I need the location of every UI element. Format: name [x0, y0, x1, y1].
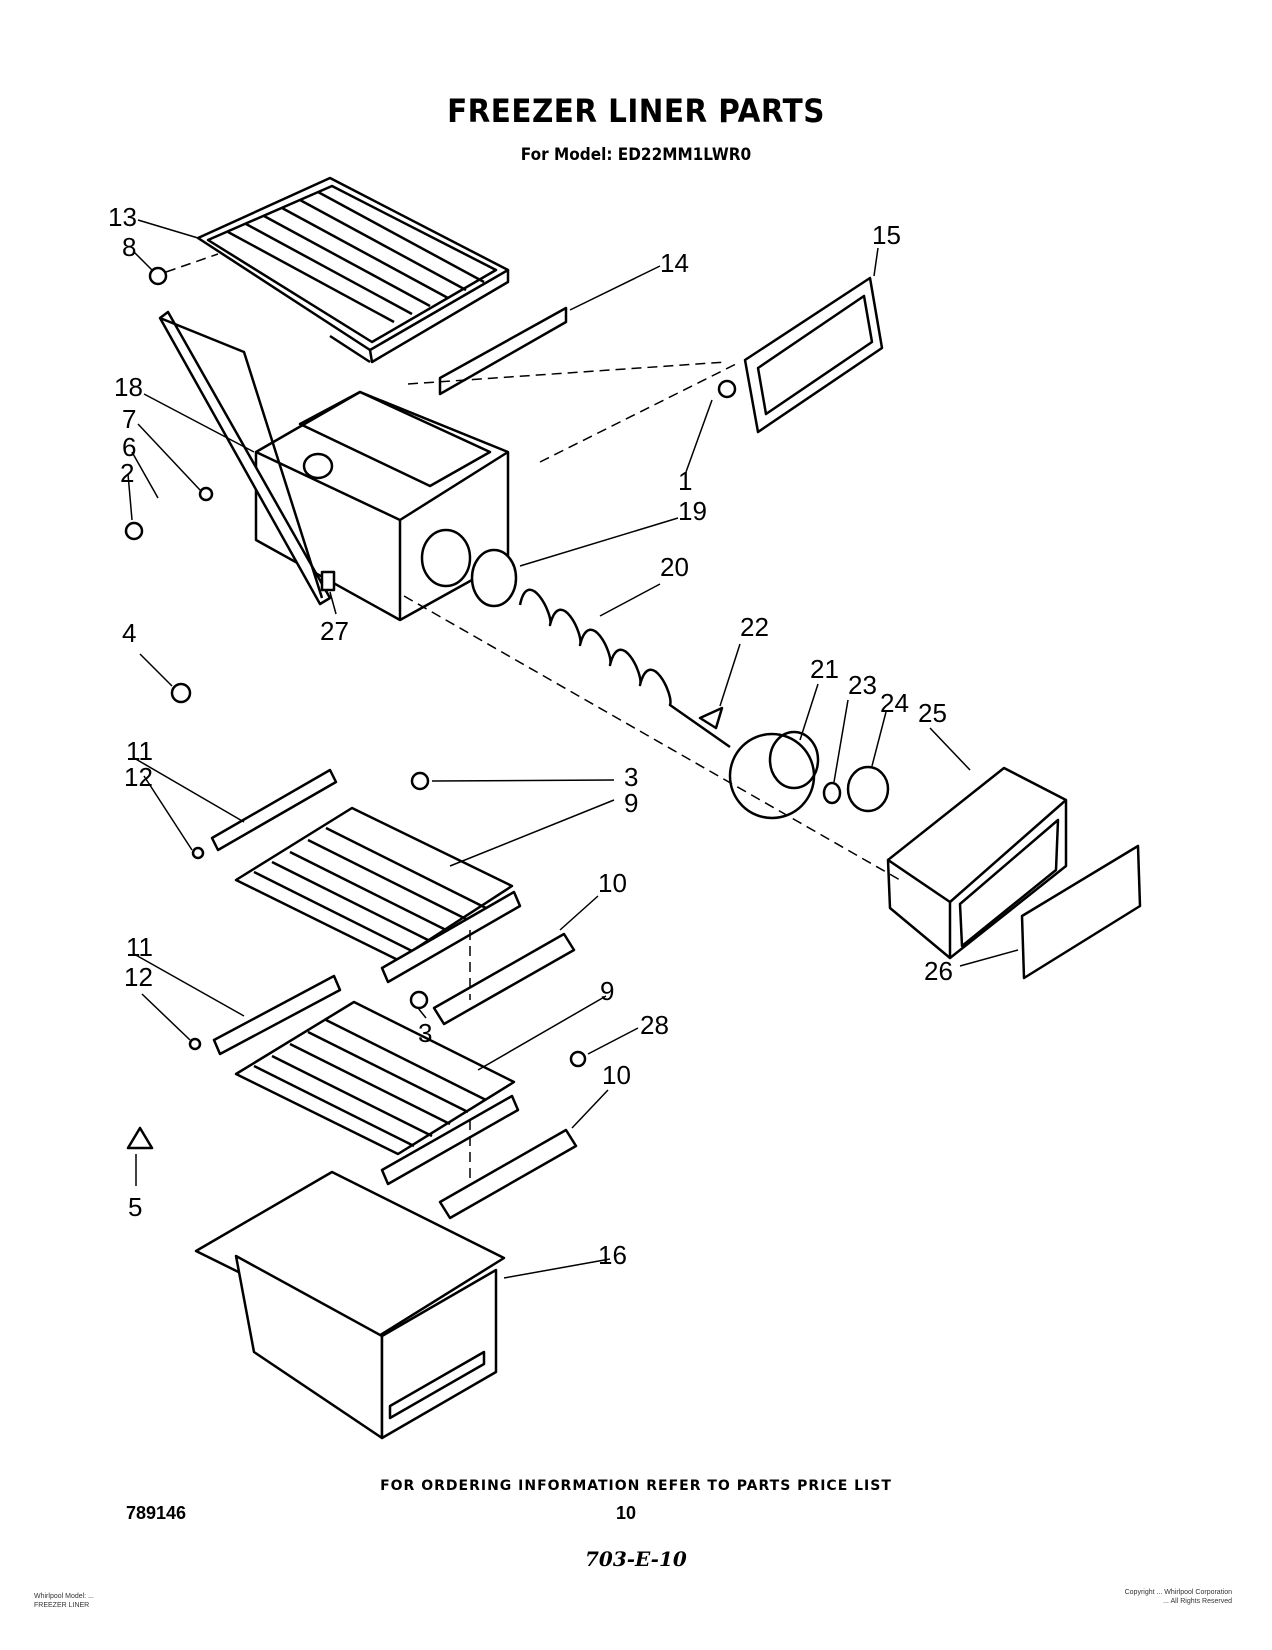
callout-6: 6 [122, 432, 136, 462]
auger-coil [518, 588, 731, 749]
top-wire-shelf [196, 176, 510, 364]
callout-11: 11 [126, 736, 153, 766]
callout-8: 8 [122, 232, 136, 262]
shelf-rail-10-upper [432, 932, 576, 1026]
callout-2: 2 [120, 458, 134, 488]
callout-27: 27 [320, 616, 349, 646]
callout-20: 20 [660, 552, 689, 582]
callout-1: 1 [678, 466, 692, 496]
bearing-24 [846, 765, 890, 813]
clip-3-upper [410, 771, 430, 791]
callout-10: 10 [598, 868, 627, 898]
callout-12b: 12 [124, 962, 153, 992]
callout-22: 22 [740, 612, 769, 642]
fine-print-right: Copyright ... Whirlpool Corporation ... … [1124, 1589, 1232, 1605]
callout-11b: 11 [126, 932, 153, 962]
ice-crusher-housing [728, 730, 820, 820]
shelf-rail-10-lower [438, 1128, 578, 1220]
screw-7 [198, 486, 214, 502]
spacer-23 [822, 781, 842, 805]
clip-28 [569, 1050, 587, 1068]
dispenser-panel [1020, 844, 1142, 980]
screw-8 [148, 266, 168, 286]
drawer-front-frame [743, 276, 884, 434]
callout-4: 4 [122, 618, 136, 648]
callout-25: 25 [918, 698, 947, 728]
callout-3b: 3 [418, 1018, 432, 1048]
middle-wire-shelf [210, 768, 522, 984]
ordering-info: FOR ORDERING INFORMATION REFER TO PARTS … [380, 1478, 892, 1494]
housing-bracket [158, 310, 332, 606]
callout-23: 23 [848, 670, 877, 700]
page-number: 10 [616, 1503, 637, 1523]
callout-15: 15 [872, 220, 901, 250]
part-5 [126, 1126, 154, 1150]
screw-12-upper [191, 846, 205, 860]
callout-13: 13 [108, 202, 137, 232]
callout-16: 16 [598, 1240, 627, 1270]
callout-9b: 9 [600, 976, 614, 1006]
screw-2 [124, 521, 144, 541]
ice-dispenser-bucket [886, 766, 1068, 960]
document-number: 789146 [126, 1503, 187, 1523]
shelf-trim-strip [438, 306, 568, 396]
freezer-basket-pan [194, 1170, 506, 1440]
callout-7: 7 [122, 404, 136, 434]
screw-27 [320, 570, 336, 592]
callout-19: 19 [678, 496, 707, 526]
lower-wire-shelf [212, 974, 520, 1186]
model-subtitle: For Model: ED22MM1LWR0 [520, 145, 752, 165]
plug-4 [170, 682, 192, 704]
callout-9: 9 [624, 788, 638, 818]
callout-3: 3 [624, 762, 638, 792]
callout-14: 14 [660, 248, 689, 278]
handwritten-note: 703-E-10 [585, 1547, 687, 1571]
callout-21: 21 [810, 654, 839, 684]
callout-28: 28 [640, 1010, 669, 1040]
callout-5: 5 [128, 1192, 142, 1222]
callout-18: 18 [114, 372, 143, 402]
callout-26: 26 [924, 956, 953, 986]
clip-3-lower [409, 990, 429, 1010]
fine-print-left: Whirlpool Model: ... FREEZER LINER [34, 1593, 94, 1609]
clip-1 [717, 379, 737, 399]
auger-fitting [698, 706, 724, 730]
callout-12: 12 [124, 762, 153, 792]
page-title: FREEZER LINER PARTS [447, 92, 825, 130]
callout-10b: 10 [602, 1060, 631, 1090]
auger-bearing [470, 548, 518, 608]
callout-24: 24 [880, 688, 909, 718]
screw-12-lower [188, 1037, 202, 1051]
